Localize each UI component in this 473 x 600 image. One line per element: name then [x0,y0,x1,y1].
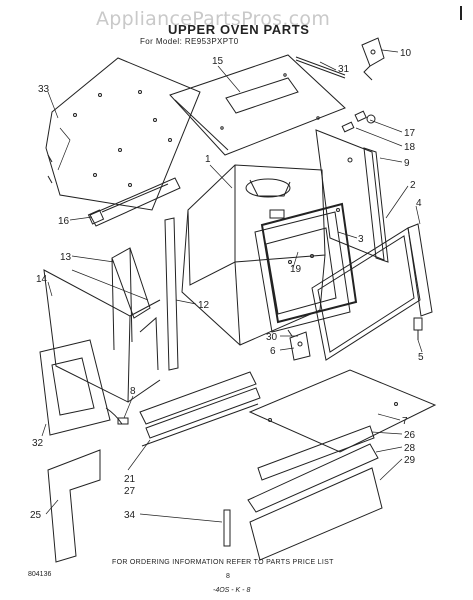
callout: 19 [290,264,302,275]
part-door-strip [407,223,433,317]
callout: 32 [32,438,44,449]
callout: 15 [212,56,224,67]
callout: 33 [38,84,50,95]
part-rear-panel [45,57,201,211]
callout: 27 [124,486,136,497]
part-sensor [105,407,129,425]
part-bottom-panel [248,369,437,453]
callout: 26 [404,430,416,441]
part-hinge-bracket [361,37,385,81]
callout: 30 [266,332,278,343]
callout: 7 [402,416,408,427]
callout: 14 [36,274,48,285]
callout: 34 [124,510,136,521]
leader-lines [41,49,423,523]
part-side-trim [315,129,389,263]
part-control-housing [43,269,161,403]
callout-numbers: 33 15 31 10 1 17 18 9 2 4 16 3 13 19 14 … [30,48,424,521]
page-number: 8 [226,573,230,580]
part-post [223,509,231,547]
callout: 4 [416,198,422,209]
callout: 28 [404,443,416,454]
part-lamp [341,110,376,133]
ordering-note: FOR ORDERING INFORMATION REFER TO PARTS … [112,559,334,566]
callout: 3 [358,234,364,245]
part-latch [287,329,311,361]
callout: 18 [404,142,416,153]
watermark: AppliancePartsPros.com [96,8,331,30]
callout: 10 [400,48,412,59]
callout: 9 [404,158,410,169]
callout: 2 [410,180,416,191]
corner-mark [460,6,462,20]
part-side-rail [164,217,179,371]
part-front-cover [47,449,101,563]
callout: 25 [30,510,42,521]
callout: 21 [124,474,136,485]
part-door-hinge [413,317,423,340]
part-top-panel [169,54,346,156]
page-code: -4OS - K - 8 [213,587,251,594]
callout: 13 [60,252,72,263]
callout: 1 [205,154,211,165]
part-top-strip [295,56,346,79]
part-lower-panel [39,339,111,436]
figure-code: 804136 [28,571,52,578]
part-door-gasket [260,202,358,324]
part-base-trim [247,425,383,561]
part-vent-channel [87,177,181,227]
part-side-bracket [111,247,151,351]
callout: 31 [338,64,350,75]
callout: 29 [404,455,416,466]
part-outer-door [311,227,421,361]
callout: 12 [198,300,210,311]
callout: 5 [418,352,424,363]
part-lower-trim [139,371,261,447]
callout: 16 [58,216,70,227]
callout: 8 [130,386,136,397]
page-title: UPPER OVEN PARTS [168,22,310,37]
callout: 6 [270,346,276,357]
part-inner-door [254,211,351,333]
model-line: For Model: RE953PXPT0 [140,37,239,46]
part-oven-cavity [181,164,326,346]
callout: 17 [404,128,416,139]
